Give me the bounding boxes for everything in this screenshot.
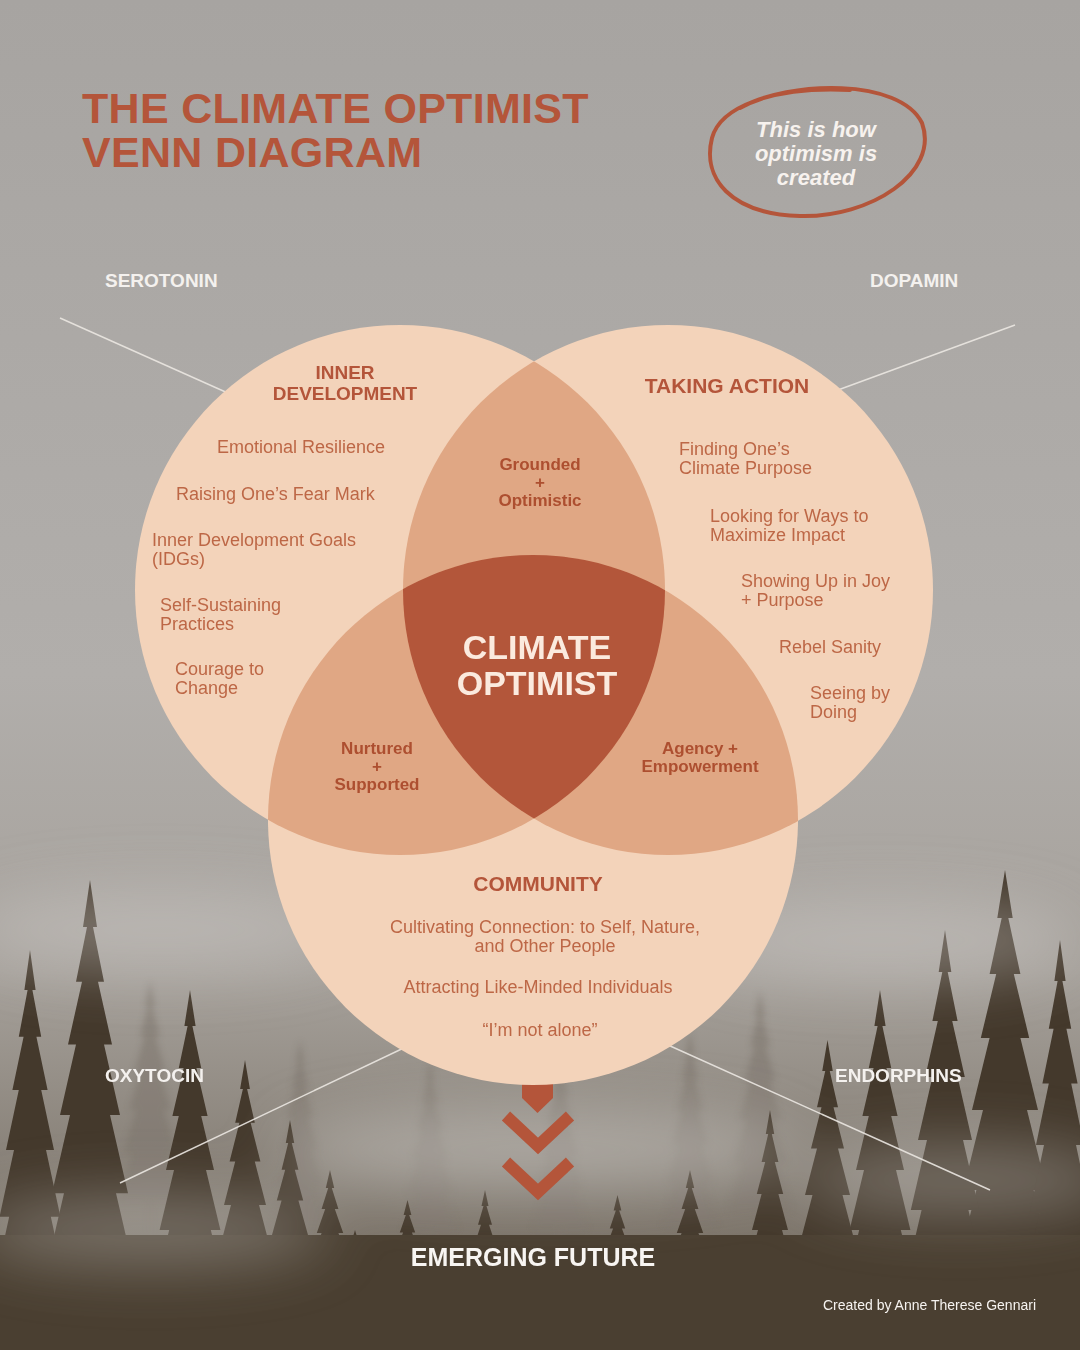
- callout-outline: [710, 88, 925, 216]
- neurotransmitter-label: OXYTOCIN: [105, 1066, 305, 1087]
- venn-core-clip: [135, 325, 665, 855]
- circle-item: “I’m not alone”: [440, 1021, 640, 1040]
- neurotransmitter-label: SEROTONIN: [105, 271, 305, 292]
- circle-item: Showing Up in Joy + Purpose: [741, 572, 898, 611]
- circle-item: Seeing by Doing: [810, 684, 905, 723]
- credit-caption: Created by Anne Therese Gennari: [700, 1297, 1036, 1314]
- circle-heading: COMMUNITY: [388, 873, 688, 896]
- circle-item: Emotional Resilience: [217, 438, 437, 457]
- overlap-label: Agency + Empowerment: [641, 740, 758, 776]
- venn-circle-fill: [135, 325, 665, 855]
- venn-overlap-fill: [135, 325, 665, 855]
- overlap-label: Nurtured + Supported: [335, 740, 420, 794]
- venn-core: CLIMATE OPTIMIST: [403, 555, 665, 855]
- circle-item: Courage to Change: [175, 660, 295, 699]
- circle-item: Self-Sustaining Practices: [160, 596, 310, 635]
- neurotransmitter-label: ENDORPHINS: [835, 1066, 1055, 1087]
- circle-item: Rebel Sanity: [779, 638, 899, 657]
- diagram-title: THE CLIMATE OPTIMIST VENN DIAGRAM: [82, 86, 622, 175]
- circle-item: Finding One’s Climate Purpose: [679, 440, 839, 479]
- circle-item: Cultivating Connection: to Self, Nature,…: [381, 918, 709, 957]
- circle-heading: TAKING ACTION: [607, 375, 847, 398]
- venn-overlap-fill: [135, 325, 665, 855]
- circle-item: Raising One’s Fear Mark: [176, 485, 416, 504]
- callout-oval: This is how optimism is created: [700, 78, 932, 230]
- circle-item: Attracting Like-Minded Individuals: [358, 978, 718, 997]
- neurotransmitter-label: DOPAMIN: [870, 271, 1070, 292]
- venn-overlap-clip: [135, 325, 665, 855]
- circle-item: Looking for Ways to Maximize Impact: [710, 507, 885, 546]
- circle-item: Inner Development Goals (IDGs): [152, 531, 390, 570]
- leader-lines: [60, 318, 1015, 1190]
- venn-core-fill: [135, 325, 665, 855]
- callout-text: This is how optimism is created: [741, 118, 891, 191]
- down-chevrons: [506, 1078, 570, 1192]
- flow-label: EMERGING FUTURE: [323, 1244, 743, 1272]
- venn-core-clip: [135, 325, 665, 855]
- venn-core-shape: [403, 555, 665, 855]
- overlap-label: Grounded + Optimistic: [498, 456, 581, 510]
- core-label: CLIMATE OPTIMIST: [457, 630, 618, 701]
- venn-overlap-clip: [135, 325, 665, 855]
- circle-heading: INNER DEVELOPMENT: [245, 363, 445, 404]
